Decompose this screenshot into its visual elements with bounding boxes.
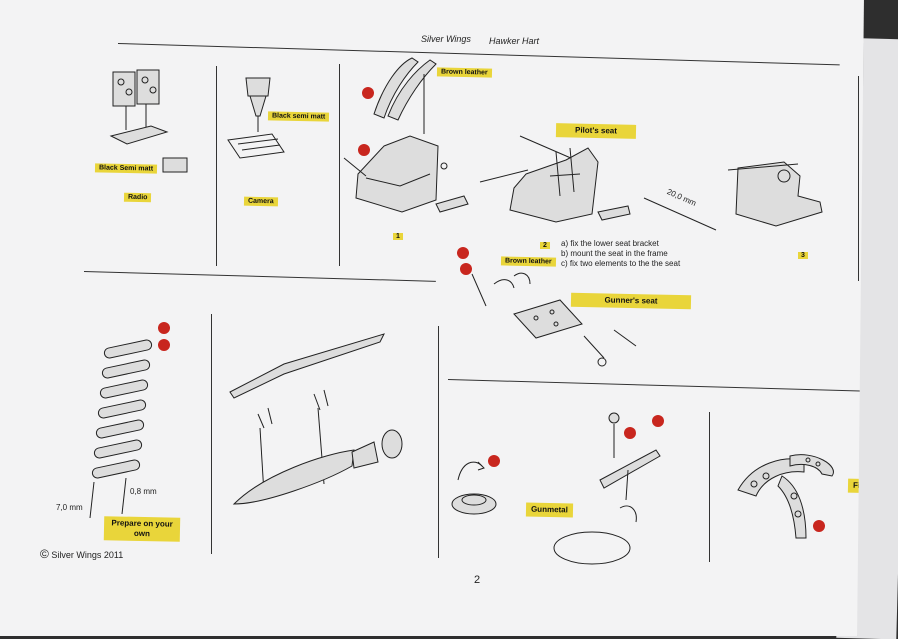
pilot-seat-drawing <box>343 57 469 213</box>
photoetch-marker <box>358 144 370 156</box>
length-dimension: 7,0 mm <box>56 503 83 512</box>
pilot-strap-paint-label: Brown leather <box>436 67 492 78</box>
header-model: Hawker Hart <box>489 36 540 46</box>
step-number: 3 <box>798 252 808 259</box>
photoetch-marker <box>457 247 469 259</box>
assembly-instructions: a) fix the lower seat bracket b) mount t… <box>561 239 680 269</box>
photoetch-marker <box>652 415 664 427</box>
photoetch-marker <box>624 427 636 439</box>
gunner-seat-drawing <box>471 272 637 367</box>
divider <box>858 76 859 281</box>
instruction-a: a) fix the lower seat bracket <box>561 239 659 248</box>
seat-frame-drawing <box>727 161 823 227</box>
photoetch-marker <box>460 263 472 275</box>
header-rule <box>117 43 840 66</box>
divider <box>211 314 212 554</box>
photoetch-marker <box>362 87 374 99</box>
instruction-page: Silver Wings Hawker Hart Black Semi matt… <box>0 0 864 636</box>
bomb-rack-drawing <box>229 333 403 505</box>
ring-drawing <box>451 461 497 515</box>
radio-label: Radio <box>123 192 152 203</box>
step-number: 1 <box>393 233 403 240</box>
page-number: 2 <box>474 574 481 586</box>
film-drawing <box>737 454 834 539</box>
camera-label: Camera <box>243 196 278 207</box>
radio-paint-label: Black Semi matt <box>94 163 158 174</box>
ladder-drawing <box>89 339 153 519</box>
step-number: 2 <box>540 242 550 249</box>
divider <box>447 379 864 393</box>
photoetch-marker <box>158 339 170 351</box>
instruction-c: c) fix two elements to the the seat <box>561 259 681 268</box>
pilot-seat-assembly-drawing <box>479 135 717 231</box>
copyright-text: Silver Wings 2011 <box>51 550 124 560</box>
copyright: © Silver Wings 2011 <box>40 547 123 561</box>
gun-mount-drawing <box>553 412 661 565</box>
photoetch-marker <box>488 455 500 467</box>
ladder-note: Prepare on your own <box>103 516 181 542</box>
divider <box>709 412 710 562</box>
divider <box>438 326 439 558</box>
photoetch-marker <box>158 322 170 334</box>
wire-dimension: 0,8 mm <box>130 487 157 496</box>
divider <box>83 271 436 282</box>
divider <box>339 64 340 266</box>
header-brand: Silver Wings <box>421 34 471 44</box>
photoetch-marker <box>813 520 825 532</box>
radio-drawing <box>109 69 188 173</box>
instruction-b: b) mount the seat in the frame <box>561 249 668 258</box>
camera-paint-label: Black semi matt <box>267 111 330 122</box>
gun-paint-label: Gunmetal <box>525 502 574 518</box>
copyright-symbol: © <box>40 547 49 561</box>
divider <box>216 66 217 266</box>
camera-drawing <box>227 77 285 159</box>
